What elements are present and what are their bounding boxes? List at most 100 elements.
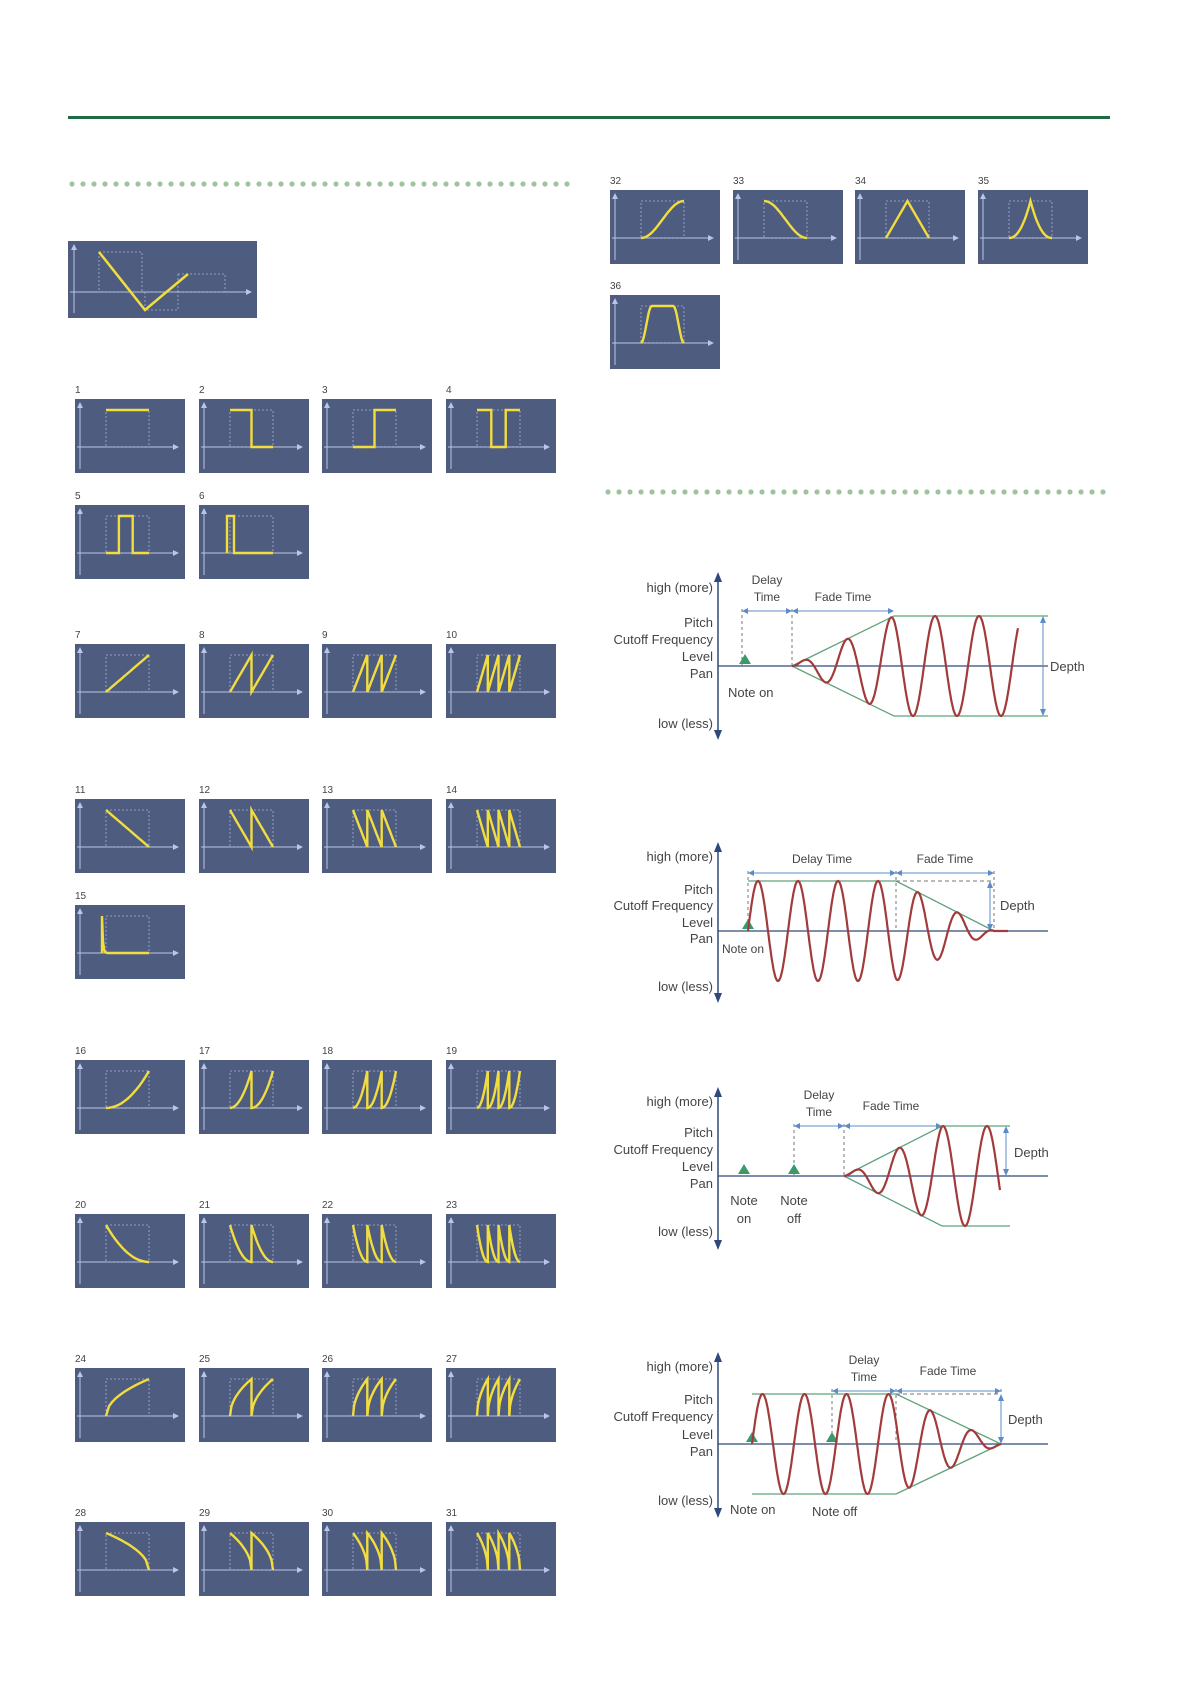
label-note: Note bbox=[780, 1193, 807, 1208]
waveform-number: 22 bbox=[322, 1200, 334, 1211]
waveform-panel-16 bbox=[75, 1060, 185, 1134]
waveform-number: 34 bbox=[855, 176, 867, 187]
label-delay-time: Delay Time bbox=[792, 852, 852, 866]
waveform-number: 3 bbox=[322, 385, 328, 396]
label-delay: Delay bbox=[752, 573, 783, 587]
label-pitch: Pitch bbox=[684, 1392, 713, 1407]
label-cutoff: Cutoff Frequency bbox=[614, 1142, 714, 1157]
waveform-panel-28 bbox=[75, 1522, 185, 1596]
label-fade-time: Fade Time bbox=[863, 1099, 920, 1113]
label-pitch: Pitch bbox=[684, 882, 713, 897]
label-low: low (less) bbox=[658, 979, 713, 994]
example-waveform-panel bbox=[68, 241, 257, 318]
lfo-diagram-2: high (more) Pitch Cutoff Frequency Level… bbox=[600, 840, 1120, 1010]
waveform-panel-34 bbox=[855, 190, 965, 264]
waveform-number: 5 bbox=[75, 491, 81, 502]
label-note-on: Note on bbox=[722, 942, 764, 956]
label-low: low (less) bbox=[658, 1493, 713, 1508]
label-pan: Pan bbox=[690, 931, 713, 946]
waveform-panel-17 bbox=[199, 1060, 309, 1134]
label-pitch: Pitch bbox=[684, 1125, 713, 1140]
waveform-panel-18 bbox=[322, 1060, 432, 1134]
waveform-number: 6 bbox=[199, 491, 205, 502]
waveform-number: 12 bbox=[199, 785, 211, 796]
waveform-panel-19 bbox=[446, 1060, 556, 1134]
waveform-number: 27 bbox=[446, 1354, 458, 1365]
waveform-panel-22 bbox=[322, 1214, 432, 1288]
waveform-panel-30 bbox=[322, 1522, 432, 1596]
label-high: high (more) bbox=[647, 1094, 713, 1109]
waveform-number: 35 bbox=[978, 176, 990, 187]
waveform-number: 16 bbox=[75, 1046, 87, 1057]
waveform-number: 31 bbox=[446, 1508, 458, 1519]
label-level: Level bbox=[682, 1159, 713, 1174]
label-fade-time: Fade Time bbox=[815, 590, 872, 604]
label-depth: Depth bbox=[1000, 898, 1035, 913]
waveform-panel-4 bbox=[446, 399, 556, 473]
waveform-panel-6 bbox=[199, 505, 309, 579]
waveform-panel-25 bbox=[199, 1368, 309, 1442]
top-rule bbox=[68, 116, 1110, 119]
label-note-off: Note off bbox=[812, 1504, 858, 1519]
waveform-number: 24 bbox=[75, 1354, 87, 1365]
label-note-on: Note on bbox=[730, 1502, 776, 1517]
waveform-number: 23 bbox=[446, 1200, 458, 1211]
label-low: low (less) bbox=[658, 1224, 713, 1239]
waveform-number: 15 bbox=[75, 891, 87, 902]
label-high: high (more) bbox=[647, 1359, 713, 1374]
waveform-panel-26 bbox=[322, 1368, 432, 1442]
waveform-number: 21 bbox=[199, 1200, 211, 1211]
waveform-number: 32 bbox=[610, 176, 622, 187]
waveform-number: 7 bbox=[75, 630, 81, 641]
label-high: high (more) bbox=[647, 849, 713, 864]
lfo-diagram-4: high (more) Pitch Cutoff Frequency Level… bbox=[600, 1350, 1120, 1525]
waveform-number: 30 bbox=[322, 1508, 334, 1519]
waveform-panel-32 bbox=[610, 190, 720, 264]
label-high: high (more) bbox=[647, 580, 713, 595]
label-delay: Delay bbox=[849, 1353, 880, 1367]
waveform-panel-2 bbox=[199, 399, 309, 473]
lfo-diagram-1: high (more) Pitch Cutoff Frequency Level… bbox=[600, 570, 1120, 750]
waveform-number: 2 bbox=[199, 385, 205, 396]
label-level: Level bbox=[682, 915, 713, 930]
waveform-number: 1 bbox=[75, 385, 81, 396]
label-time: Time bbox=[851, 1370, 878, 1384]
waveform-number: 11 bbox=[75, 785, 86, 796]
waveform-number: 14 bbox=[446, 785, 458, 796]
waveform-panel-3 bbox=[322, 399, 432, 473]
section-divider-right bbox=[604, 488, 1112, 496]
waveform-panel-10 bbox=[446, 644, 556, 718]
label-note-on: Note on bbox=[728, 685, 774, 700]
waveform-number: 4 bbox=[446, 385, 452, 396]
section-divider-left bbox=[68, 180, 576, 188]
label-note: Note bbox=[730, 1193, 757, 1208]
waveform-panel-21 bbox=[199, 1214, 309, 1288]
label-depth: Depth bbox=[1008, 1412, 1043, 1427]
waveform-panel-11 bbox=[75, 799, 185, 873]
waveform-number: 19 bbox=[446, 1046, 458, 1057]
waveform-panel-33 bbox=[733, 190, 843, 264]
waveform-panel-9 bbox=[322, 644, 432, 718]
label-level: Level bbox=[682, 1427, 713, 1442]
label-cutoff: Cutoff Frequency bbox=[614, 632, 714, 647]
label-depth: Depth bbox=[1050, 659, 1085, 674]
waveform-number: 36 bbox=[610, 281, 622, 292]
label-pan: Pan bbox=[690, 1444, 713, 1459]
waveform-number: 17 bbox=[199, 1046, 211, 1057]
label-fade-time: Fade Time bbox=[917, 852, 974, 866]
waveform-number: 25 bbox=[199, 1354, 211, 1365]
lfo-diagram-3: high (more) Pitch Cutoff Frequency Level… bbox=[600, 1085, 1120, 1255]
label-cutoff: Cutoff Frequency bbox=[614, 898, 714, 913]
waveform-panel-13 bbox=[322, 799, 432, 873]
label-on: on bbox=[737, 1211, 751, 1226]
waveform-panel-23 bbox=[446, 1214, 556, 1288]
label-pan: Pan bbox=[690, 666, 713, 681]
waveform-number: 26 bbox=[322, 1354, 334, 1365]
label-pitch: Pitch bbox=[684, 615, 713, 630]
waveform-panel-7 bbox=[75, 644, 185, 718]
label-pan: Pan bbox=[690, 1176, 713, 1191]
waveform-number: 33 bbox=[733, 176, 745, 187]
label-fade-time: Fade Time bbox=[920, 1364, 977, 1378]
label-time: Time bbox=[806, 1105, 833, 1119]
waveform-panel-20 bbox=[75, 1214, 185, 1288]
